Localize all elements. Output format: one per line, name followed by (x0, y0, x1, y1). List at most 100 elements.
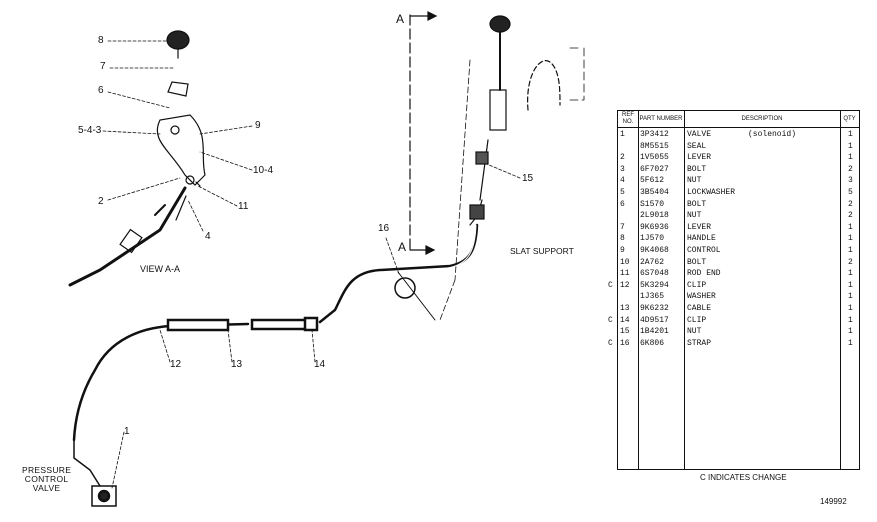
ref-no: 13 (620, 304, 630, 313)
table-header: REF NO. PART NUMBER DESCRIPTION QTY (618, 111, 859, 128)
table-row: C 14 4D9517 CLIP 1 (608, 315, 859, 327)
description: STRAP (687, 338, 712, 348)
column-divider (638, 111, 639, 469)
change-marker: C (608, 280, 613, 290)
parts-list-table: REF NO. PART NUMBER DESCRIPTION QTY 1 3P3… (608, 110, 860, 470)
table-row: 2 1V5055 LEVER 1 (618, 152, 859, 164)
ref-no: 1 (620, 130, 625, 139)
part-number: 1B4201 (640, 327, 669, 337)
section-a-top: A (396, 12, 405, 26)
description-note: (solenoid) (748, 130, 797, 139)
callout-8: 8 (98, 35, 104, 46)
part-number: 6S7048 (640, 269, 669, 279)
ref-no: 15 (620, 327, 630, 337)
ref-no: 3 (620, 164, 625, 174)
pressure-control-valve-caption: PRESSURE CONTROL VALVE (22, 465, 72, 493)
callout-2: 2 (98, 196, 104, 207)
part-number: 9K6936 (640, 222, 669, 232)
description: HANDLE (687, 234, 716, 244)
table-row: 1 3P3412 VALVE (solenoid) 1 (618, 129, 859, 141)
part-number: 5F612 (640, 176, 665, 186)
ref-no: 2 (620, 153, 625, 163)
quantity: 2 (848, 199, 853, 209)
part-number: 6F7027 (640, 164, 669, 174)
ref-no: 7 (620, 222, 625, 232)
description: VALVE (687, 130, 712, 139)
callout-12: 12 (170, 359, 182, 370)
ref-no: 14 (620, 315, 630, 325)
column-divider (684, 111, 685, 469)
control-cable (72, 223, 479, 507)
ref-no: 10 (620, 257, 630, 267)
quantity: 2 (848, 257, 853, 267)
part-number: 4D9517 (640, 315, 669, 325)
change-note: C INDICATES CHANGE (700, 473, 787, 482)
ref-no: 4 (620, 176, 625, 186)
quantity: 1 (848, 292, 853, 302)
part-number: 1V5055 (640, 153, 669, 163)
part-number: 8M5515 (640, 141, 669, 151)
callout-9: 9 (255, 120, 261, 131)
description: CLIP (687, 280, 707, 290)
description: WASHER (687, 292, 716, 302)
part-number: 1J365 (640, 292, 665, 302)
description: LEVER (687, 222, 712, 232)
quantity: 1 (848, 269, 853, 279)
quantity: 1 (848, 280, 853, 290)
description: BOLT (687, 199, 707, 209)
column-divider (840, 111, 841, 469)
leader-lines (102, 40, 521, 489)
part-number: S1570 (640, 199, 665, 209)
quantity: 1 (848, 130, 853, 139)
part-number: 2L9018 (640, 211, 669, 221)
change-marker: C (608, 315, 613, 325)
callout-4: 4 (205, 231, 211, 242)
section-arrows (409, 11, 438, 255)
description: LEVER (687, 153, 712, 163)
callout-15: 15 (522, 173, 534, 184)
ref-no: 11 (620, 269, 630, 279)
description: CABLE (687, 304, 712, 313)
part-number: 9K6232 (640, 304, 669, 313)
quantity: 1 (848, 338, 853, 348)
description: NUT (687, 176, 702, 186)
quantity: 1 (848, 246, 853, 255)
quantity: 1 (848, 153, 853, 163)
table-row: 3 6F7027 BOLT 2 (618, 164, 859, 176)
description: NUT (687, 327, 702, 337)
view-aa-assembly (68, 30, 206, 287)
change-marker: C (608, 338, 613, 348)
callout-10-4: 10-4 (253, 165, 274, 176)
ref-no: 6 (620, 199, 625, 209)
callout-14: 14 (314, 359, 326, 370)
description: BOLT (687, 164, 707, 174)
ref-no: 9 (620, 246, 625, 255)
quantity: 1 (848, 315, 853, 325)
callout-1: 1 (124, 426, 130, 437)
part-number: 3P3412 (640, 130, 669, 139)
header-ref: REF NO. (622, 112, 634, 125)
ref-no: 12 (620, 280, 630, 290)
description: CLIP (687, 315, 707, 325)
part-number: 1J570 (640, 234, 665, 244)
header-desc: DESCRIPTION (741, 115, 783, 122)
table-row: 6 S1570 BOLT 2 (618, 199, 859, 211)
callout-7: 7 (100, 61, 106, 72)
quantity: 1 (848, 327, 853, 337)
section-a-mid: A (398, 240, 407, 254)
callout-11: 11 (238, 201, 249, 212)
callout-16: 16 (378, 223, 390, 234)
quantity: 2 (848, 164, 853, 174)
callout-5-4-3: 5-4-3 (78, 125, 102, 136)
slat-support-caption: SLAT SUPPORT (510, 246, 574, 256)
quantity: 2 (848, 211, 853, 221)
